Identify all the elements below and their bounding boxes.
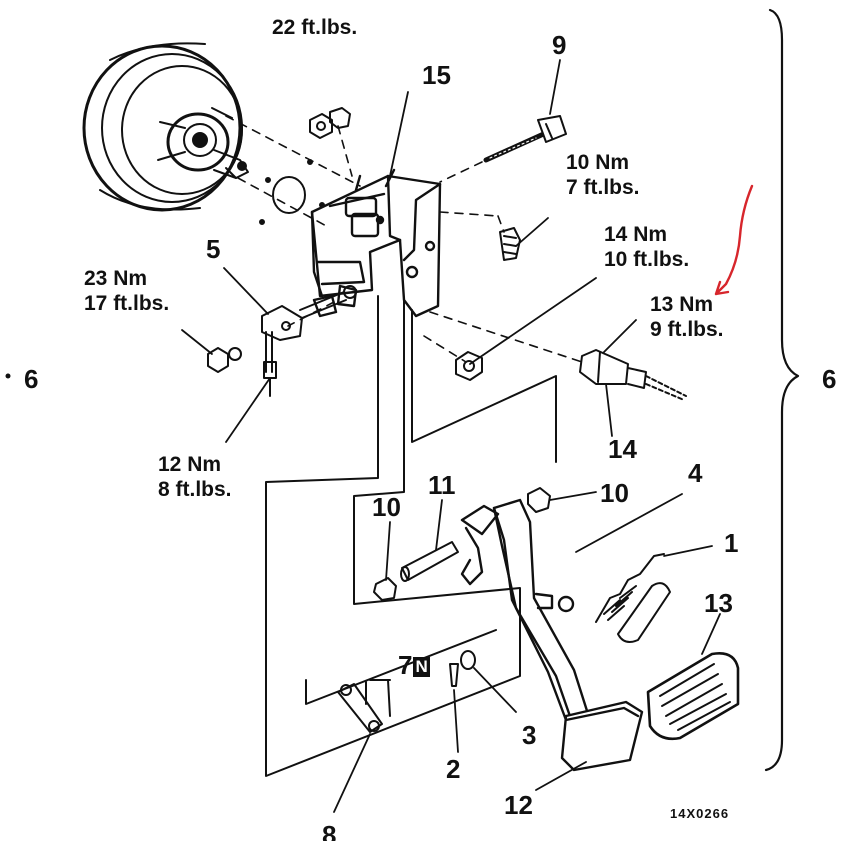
callout-11: 11 — [428, 470, 456, 500]
torque-spec-left: 23 Nm 17 ft.lbs. — [84, 267, 170, 315]
bullet-dot — [5, 373, 11, 379]
pedal-pin — [400, 541, 459, 582]
callout-12: 12 — [504, 790, 533, 820]
callout-14: 14 — [608, 434, 637, 464]
brake-pedal — [460, 498, 644, 772]
callout-1: 1 — [724, 528, 739, 558]
callout-3: 3 — [522, 720, 537, 750]
red-annotation-mark — [714, 184, 754, 296]
callout-5: 5 — [206, 234, 221, 264]
callout-10-right: 10 — [600, 478, 629, 508]
assembly-frame — [265, 295, 557, 777]
stop-light-switch — [579, 349, 687, 401]
torque-spec-top: 22 ft.lbs. — [272, 16, 358, 39]
torque-spec-bolt9: 10 Nm 7 ft.lbs. — [566, 151, 640, 199]
pedal-bracket — [310, 168, 442, 318]
clevis-5 — [261, 285, 357, 397]
torque-spec-nut: 14 Nm 10 ft.lbs. — [604, 223, 690, 271]
bolt-9 — [483, 115, 567, 163]
return-spring — [595, 553, 671, 643]
torque-spec-switch: 13 Nm 9 ft.lbs. — [650, 293, 724, 341]
callout-9: 9 — [552, 30, 567, 60]
right-brace — [764, 8, 800, 772]
callout-13: 13 — [704, 588, 733, 618]
callout-7-number: 7 — [398, 650, 413, 680]
figure-code: 14X0266 — [670, 806, 730, 821]
callout-2: 2 — [446, 754, 461, 784]
lower-linkage — [337, 650, 476, 733]
alignment-lines — [225, 115, 583, 363]
leader-lines — [181, 59, 721, 813]
torque-spec-clevis: 12 Nm 8 ft.lbs. — [158, 453, 232, 501]
pedal-pad — [646, 652, 740, 741]
gasket — [259, 159, 325, 225]
brake-booster — [82, 42, 249, 212]
callout-6-left: 6 — [24, 364, 39, 394]
callout-7-badge: N — [413, 657, 430, 677]
nuts — [207, 107, 551, 601]
callout-6-right: 6 — [822, 364, 837, 394]
callout-8: 8 — [322, 822, 337, 841]
callout-10-left: 10 — [372, 492, 401, 522]
callout-15: 15 — [422, 60, 451, 90]
callout-4: 4 — [688, 458, 703, 488]
